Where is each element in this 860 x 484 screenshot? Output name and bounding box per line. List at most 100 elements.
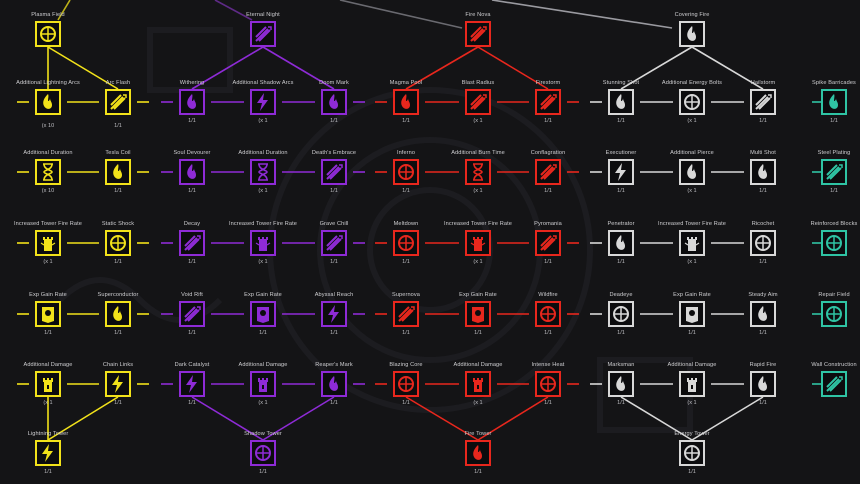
skill-node-additional-energy-bolts[interactable] (679, 89, 705, 115)
skill-label: Additional Shadow Arcs (232, 80, 294, 86)
steel-plating-icon (826, 164, 843, 180)
skill-node-withering[interactable] (179, 89, 205, 115)
skill-node-deadeye[interactable] (608, 301, 634, 327)
wall-construction-icon (826, 376, 843, 392)
skill-node-additional-burn-time[interactable] (465, 159, 491, 185)
skill-node-pyromania[interactable] (535, 230, 561, 256)
skill-node-stunning-shot[interactable] (608, 89, 634, 115)
skill-node-lightning-tower[interactable] (35, 440, 61, 466)
skill-node-covering-fire[interactable] (679, 21, 705, 47)
skill-count: 1/1 (188, 188, 196, 194)
withering-rose-icon (187, 94, 196, 109)
skill-node-eternal-night[interactable] (250, 21, 276, 47)
skill-node-increased-tower-fire-rate-l[interactable] (35, 230, 61, 256)
skill-node-magma-pool[interactable] (393, 89, 419, 115)
skill-node-superconductor[interactable] (105, 301, 131, 327)
skill-node-tesla-coil[interactable] (105, 159, 131, 185)
skill-node-decay[interactable] (179, 230, 205, 256)
tree-link-line (214, 0, 253, 21)
skill-node-additional-duration-l[interactable] (35, 159, 61, 185)
skill-label: Blast Radius (461, 80, 495, 86)
skill-node-reapers-mark[interactable] (321, 371, 347, 397)
skill-node-multi-shot[interactable] (750, 159, 776, 185)
skill-count: 1/1 (759, 118, 767, 124)
skill-node-additional-duration-s[interactable] (250, 159, 276, 185)
skill-node-steady-aim[interactable] (750, 301, 776, 327)
skill-node-repair-field[interactable] (821, 301, 847, 327)
skill-node-grave-chill[interactable] (321, 230, 347, 256)
tree-branch-line (262, 46, 335, 90)
skill-node-abyssal-reach[interactable] (321, 301, 347, 327)
skill-node-dark-catalyst[interactable] (179, 371, 205, 397)
skill-node-additional-damage-l[interactable] (35, 371, 61, 397)
skill-node-conflagration[interactable] (535, 159, 561, 185)
skill-node-additional-damage-f[interactable] (465, 371, 491, 397)
skill-node-firestorm[interactable] (535, 89, 561, 115)
skill-count: 1/1 (544, 330, 552, 336)
skill-node-soul-devourer[interactable] (179, 159, 205, 185)
skill-node-additional-damage-e[interactable] (679, 371, 705, 397)
skill-node-deaths-embrace[interactable] (321, 159, 347, 185)
skill-node-additional-damage-s[interactable] (250, 371, 276, 397)
skill-count: 1/1 (330, 188, 338, 194)
skill-label: Wall Construction (811, 362, 857, 368)
skill-node-additional-lightning-arcs[interactable] (35, 89, 61, 115)
skill-node-shadow-tower[interactable] (250, 440, 276, 466)
skill-node-fire-tower[interactable] (465, 440, 491, 466)
skill-label: Exp Gain Rate (244, 292, 282, 298)
skill-node-wall-construction[interactable] (821, 371, 847, 397)
skill-count: 1/1 (759, 259, 767, 265)
skill-label: Exp Gain Rate (673, 292, 711, 298)
tree-link-line (491, 0, 673, 29)
tree-branch-line (477, 46, 549, 90)
skill-node-arc-flash[interactable] (105, 89, 131, 115)
skill-node-chain-links[interactable] (105, 371, 131, 397)
skill-node-blazing-core[interactable] (393, 371, 419, 397)
magma-pool-icon (401, 94, 410, 109)
energy-tower-icon (684, 445, 700, 461)
skill-node-increased-tower-fire-rate-s[interactable] (250, 230, 276, 256)
skill-node-rapid-fire[interactable] (750, 371, 776, 397)
skill-node-exp-gain-rate-l[interactable] (35, 301, 61, 327)
skill-node-fire-nova[interactable] (465, 21, 491, 47)
skill-node-wildfire[interactable] (535, 301, 561, 327)
skill-label: Hailstorm (750, 80, 776, 86)
skill-node-marksman[interactable] (608, 371, 634, 397)
tree-branch-line (47, 46, 119, 90)
skill-count: (x 1 (473, 118, 483, 124)
skill-node-hailstorm[interactable] (750, 89, 776, 115)
skill-node-executioner[interactable] (608, 159, 634, 185)
skill-node-doom-mark[interactable] (321, 89, 347, 115)
skill-node-additional-pierce[interactable] (679, 159, 705, 185)
skill-node-increased-tower-fire-rate-f[interactable] (465, 230, 491, 256)
tree-branch-line (691, 46, 764, 90)
skill-node-exp-gain-rate-s[interactable] (250, 301, 276, 327)
skill-count: 1/1 (617, 118, 625, 124)
skill-node-intense-heat[interactable] (535, 371, 561, 397)
skill-node-additional-shadow-arcs[interactable] (250, 89, 276, 115)
skill-node-void-rift[interactable] (179, 301, 205, 327)
skill-node-steel-plating[interactable] (821, 159, 847, 185)
skill-node-meltdown[interactable] (393, 230, 419, 256)
skill-node-plasma-field[interactable] (35, 21, 61, 47)
skill-label: Plasma Field (31, 12, 65, 18)
skill-label: Grave Chill (319, 221, 349, 227)
skill-node-supernova[interactable] (393, 301, 419, 327)
skill-count: 1/1 (188, 400, 196, 406)
skill-node-penetrator[interactable] (608, 230, 634, 256)
skill-node-energy-tower[interactable] (679, 440, 705, 466)
skill-node-spike-barricades[interactable] (821, 89, 847, 115)
skill-node-ricochet[interactable] (750, 230, 776, 256)
skill-count: 1/1 (402, 330, 410, 336)
abyssal-orb-icon (328, 305, 339, 323)
skill-node-static-shock[interactable] (105, 230, 131, 256)
skill-node-exp-gain-rate-e[interactable] (679, 301, 705, 327)
skill-label: Shadow Tower (244, 431, 282, 437)
skill-count: 1/1 (44, 330, 52, 336)
skill-node-increased-tower-fire-rate-e[interactable] (679, 230, 705, 256)
skill-node-reinforced-blocks[interactable] (821, 230, 847, 256)
skill-node-exp-gain-rate-f[interactable] (465, 301, 491, 327)
exp-gain-icon (686, 307, 698, 323)
skill-node-blast-radius[interactable] (465, 89, 491, 115)
skill-node-inferno[interactable] (393, 159, 419, 185)
